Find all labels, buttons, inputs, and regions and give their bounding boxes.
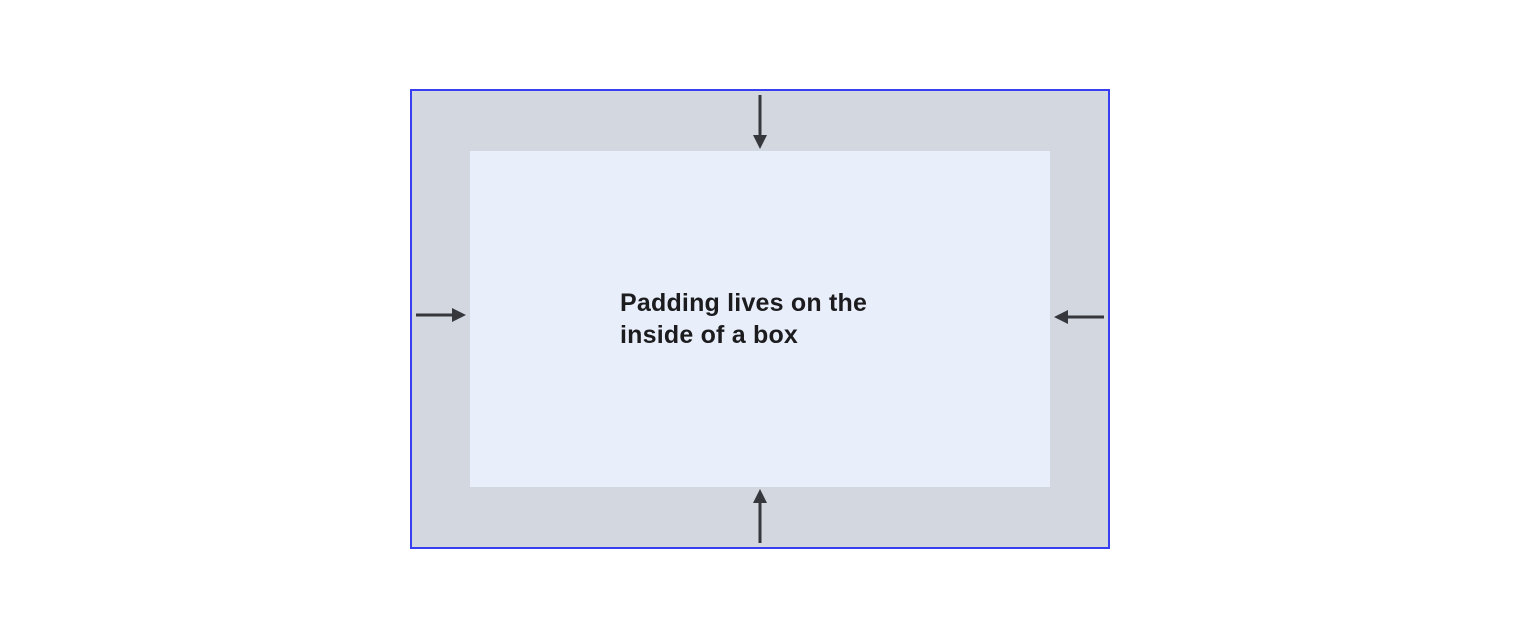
content-box-inner: Padding lives on the inside of a box (470, 151, 1050, 487)
arrow-right-icon (416, 307, 466, 323)
arrow-up-icon (752, 489, 768, 543)
padding-box-outer: Padding lives on the inside of a box (410, 89, 1110, 549)
arrow-left-icon (1054, 309, 1104, 325)
diagram-label-line-1: Padding lives on the (620, 289, 868, 317)
arrow-down-icon (752, 95, 768, 149)
diagram-label-line-2: inside of a box (620, 321, 799, 349)
diagram-label: Padding lives on the inside of a box (620, 287, 900, 351)
